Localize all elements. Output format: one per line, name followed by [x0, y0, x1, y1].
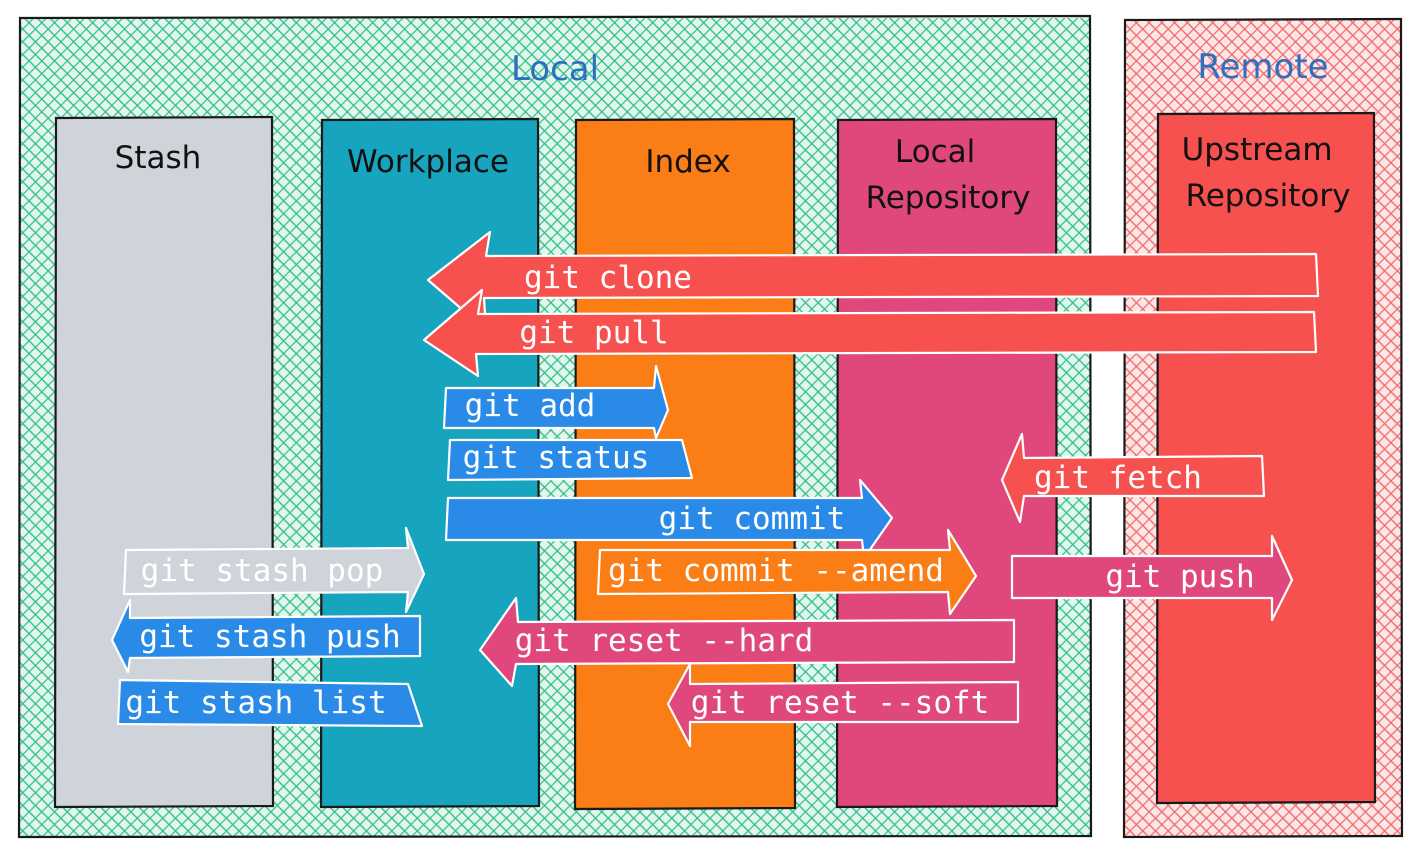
git-stash-push-arrow: git stash push [110, 598, 422, 674]
git-commit-arrow: git commit [444, 478, 894, 560]
git-reset-soft-label: git reset --soft [691, 685, 990, 721]
workplace-column-title: Workplace [347, 144, 509, 180]
git-commit-label: git commit [659, 501, 846, 537]
git-stash-list-arrow: git stash list [116, 678, 424, 728]
command-arrows: git clone git pull git add git status gi… [110, 230, 1320, 748]
git-reset-hard-arrow: git reset --hard [478, 596, 1016, 688]
git-stash-push-label: git stash push [139, 619, 400, 655]
git-add-arrow: git add [442, 364, 670, 440]
git-fetch-arrow: git fetch [1000, 432, 1266, 524]
git-push-label: git push [1105, 559, 1254, 595]
git-status-arrow: git status [446, 438, 694, 482]
git-reset-soft-arrow: git reset --soft [666, 662, 1020, 748]
local-repository-column-title: Local Repository [866, 134, 1031, 216]
git-commit-amend-label: git commit --amend [608, 553, 944, 589]
git-pull-arrow: git pull [422, 288, 1318, 378]
git-stash-pop-label: git stash pop [141, 553, 384, 589]
git-commit-amend-arrow: git commit --amend [596, 528, 978, 616]
stash-column-title: Stash [115, 140, 202, 176]
upstream-repository-column-title: Upstream Repository [1182, 132, 1351, 214]
git-clone-label: git clone [524, 260, 692, 296]
index-column-title: Index [645, 144, 730, 180]
git-push-arrow: git push [1010, 534, 1294, 622]
git-stash-pop-arrow: git stash pop [122, 526, 426, 614]
git-status-label: git status [463, 440, 650, 476]
git-stash-list-label: git stash list [125, 685, 386, 721]
local-region-title: Local [511, 49, 599, 89]
remote-region-title: Remote [1197, 47, 1328, 87]
git-clone-arrow: git clone [426, 230, 1320, 332]
git-fetch-label: git fetch [1034, 460, 1202, 496]
git-reset-hard-label: git reset --hard [515, 623, 814, 659]
git-add-label: git add [465, 388, 596, 424]
git-pull-label: git pull [519, 315, 668, 351]
